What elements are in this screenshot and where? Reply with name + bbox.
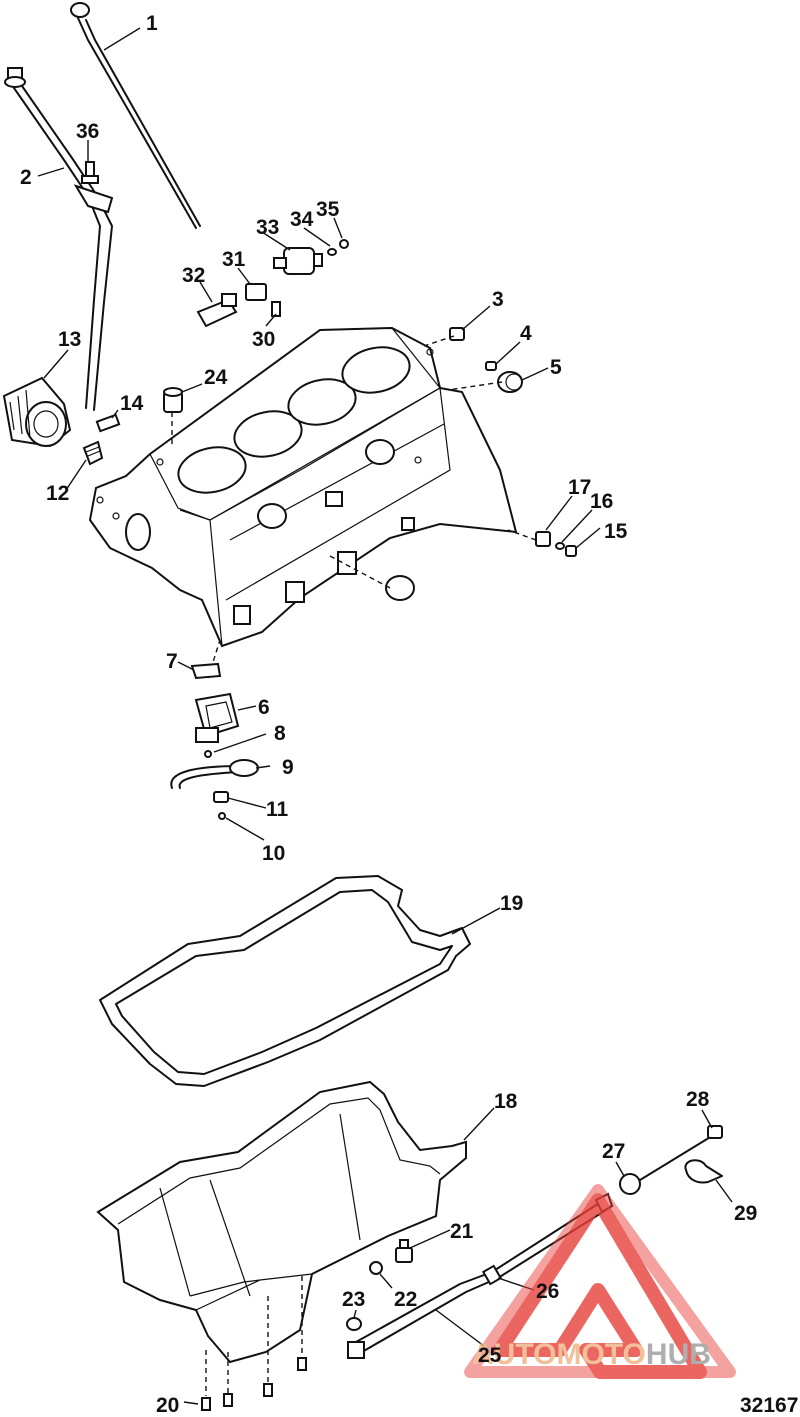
callout-1: 1 [146, 12, 158, 35]
plug-3-part [449, 327, 465, 341]
callout-9: 9 [282, 756, 294, 779]
callout-5: 5 [550, 356, 562, 379]
bolt-36-part [81, 161, 99, 184]
watermark-triangle-icon [493, 1193, 707, 1379]
watermark-logo: AUTOMOTOHUB [464, 1184, 736, 1379]
dipstick-part [70, 2, 201, 229]
watermark-text-main: AUTOMOTO [472, 1338, 646, 1371]
callout-7: 7 [166, 650, 178, 673]
washer-34-part [327, 248, 337, 256]
oil-pump-6-part [194, 692, 240, 743]
washer-22-part [369, 1261, 383, 1275]
callout-27: 27 [602, 1140, 625, 1163]
plug-15-part [565, 545, 577, 557]
sender-unit-33-part [273, 247, 323, 275]
drain-plug-21-part [395, 1239, 413, 1263]
callout-10: 10 [262, 842, 285, 865]
pan-bolts-20-part [201, 1276, 307, 1411]
callout-25: 25 [478, 1344, 502, 1367]
screw-8-part [204, 750, 212, 758]
callout-19: 19 [500, 892, 523, 915]
callout-26: 26 [536, 1280, 559, 1303]
callout-4: 4 [520, 322, 532, 345]
switch-32-part [196, 293, 238, 328]
callout-16: 16 [590, 490, 613, 513]
callout-34: 34 [290, 208, 314, 231]
callout-12: 12 [46, 482, 69, 505]
callout-15: 15 [604, 520, 628, 543]
washer-16-part [555, 542, 565, 550]
clamp-11-part [213, 791, 229, 803]
leader-lines [37, 27, 733, 1405]
pin-14-part [95, 413, 121, 433]
screw-10-part [218, 812, 226, 820]
gasket-7-part [190, 662, 222, 680]
bushing-24-part [163, 387, 183, 413]
callout-23: 23 [342, 1288, 365, 1311]
nut-35-part [339, 239, 349, 249]
callout-28: 28 [686, 1088, 710, 1111]
fitting-17-part [535, 531, 551, 547]
callout-20: 20 [156, 1394, 179, 1417]
figure-number: 32167 [740, 1394, 798, 1417]
dipstick-tube-part [4, 67, 114, 411]
clip-29-part [684, 1159, 723, 1184]
cable-28-part [639, 1125, 723, 1181]
callout-2: 2 [20, 166, 32, 189]
callout-6: 6 [258, 696, 270, 719]
oil-pan-18-part [96, 1080, 467, 1364]
pickup-9-part [170, 759, 259, 789]
callout-21: 21 [450, 1220, 474, 1243]
callout-31: 31 [222, 248, 246, 271]
callouts: 1 2 3 4 5 6 7 8 9 10 11 12 13 14 15 16 1… [20, 12, 798, 1417]
callout-36: 36 [76, 120, 99, 143]
grommet-27-part [619, 1173, 641, 1195]
callout-11: 11 [266, 798, 289, 821]
callout-22: 22 [394, 1288, 417, 1311]
oil-filter-part [2, 376, 72, 448]
alignment-lines-upper [171, 335, 537, 679]
callout-33: 33 [256, 216, 279, 239]
callout-18: 18 [494, 1090, 518, 1113]
fitting-30-part [271, 301, 281, 317]
callout-13: 13 [58, 328, 81, 351]
callout-3: 3 [492, 288, 504, 311]
callout-35: 35 [316, 198, 340, 221]
callout-32: 32 [182, 264, 205, 287]
callout-14: 14 [120, 392, 144, 415]
fitting-31-part [245, 283, 267, 301]
callout-29: 29 [734, 1202, 757, 1225]
callout-8: 8 [274, 722, 286, 745]
callout-30: 30 [252, 328, 275, 351]
watermark-text-hub: HUB [646, 1338, 711, 1371]
core-plug-part [385, 575, 415, 601]
engine-block-part [88, 326, 518, 648]
callout-17: 17 [568, 476, 591, 499]
callout-24: 24 [204, 366, 228, 389]
oil-pan-gasket-19-part [99, 875, 471, 1087]
washer-23-part [346, 1317, 362, 1331]
plug-4-part [485, 361, 497, 371]
filter-adapter-part [82, 440, 104, 466]
svg-text:AUTOMOTOHUB: AUTOMOTOHUB [472, 1338, 711, 1371]
